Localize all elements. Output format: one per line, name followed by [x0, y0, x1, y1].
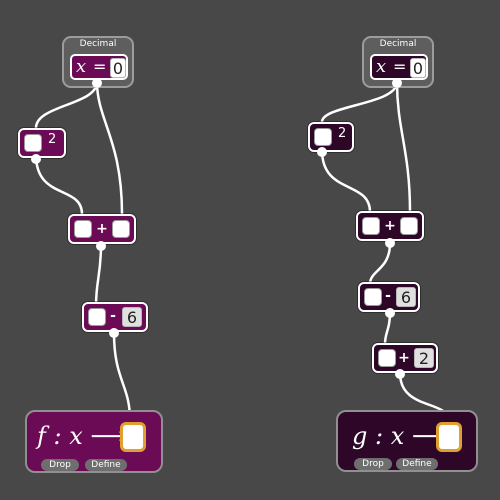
equals-sign: =: [93, 57, 107, 76]
add-left-slot[interactable]: [362, 217, 380, 235]
exponent-label: 2: [338, 126, 347, 141]
power-input-slot[interactable]: [24, 134, 42, 152]
add-left-slot[interactable]: [74, 220, 92, 238]
wire: [112, 332, 132, 421]
plus-operator: +: [398, 350, 410, 366]
variable-value-input[interactable]: 0: [110, 58, 126, 78]
wire: [95, 81, 124, 215]
variable-value-input[interactable]: 0: [410, 58, 426, 78]
output-knob[interactable]: [392, 78, 402, 88]
drop-button[interactable]: Drop: [354, 458, 392, 470]
wire: [34, 154, 84, 215]
add-right-slot[interactable]: [112, 220, 130, 238]
variable-name: x: [76, 56, 87, 77]
plus-operator: +: [96, 221, 108, 237]
variable-inner: x = 0: [70, 54, 128, 80]
output-knob[interactable]: [385, 308, 395, 318]
function-output-slot[interactable]: [120, 422, 146, 452]
exponent-label: 2: [48, 132, 57, 147]
output-knob[interactable]: [109, 328, 119, 338]
wire: [368, 242, 392, 285]
function-output-slot[interactable]: [436, 422, 462, 452]
output-knob[interactable]: [395, 369, 405, 379]
wire: [320, 81, 399, 123]
function-title: f : x ⟶: [37, 422, 125, 450]
variable-name: x: [376, 56, 387, 77]
equals-sign: =: [393, 57, 407, 76]
subtract-input-slot[interactable]: [88, 308, 106, 326]
subtract-constant[interactable]: 6: [396, 287, 416, 307]
power-block[interactable]: 2: [308, 122, 354, 152]
add-block[interactable]: +: [68, 214, 136, 244]
output-knob[interactable]: [385, 238, 395, 248]
define-button[interactable]: Define: [85, 459, 127, 471]
wire: [34, 81, 99, 129]
subtract-constant[interactable]: 6: [122, 307, 142, 327]
output-knob[interactable]: [31, 154, 41, 164]
decimal-variable-block[interactable]: Decimal x = 0: [362, 36, 434, 88]
add-constant-input-slot[interactable]: [378, 349, 396, 367]
add-block[interactable]: +: [356, 211, 424, 241]
add-right-slot[interactable]: [400, 217, 418, 235]
subtract-block[interactable]: - 6: [82, 302, 148, 332]
decimal-label: Decimal: [379, 39, 417, 49]
decimal-label: Decimal: [79, 39, 117, 49]
function-title: g : x ⟶: [352, 422, 447, 450]
subtract-input-slot[interactable]: [364, 288, 382, 306]
subtract-block[interactable]: - 6: [358, 282, 420, 312]
add-constant-block[interactable]: + 2: [372, 343, 438, 373]
output-knob[interactable]: [96, 241, 106, 251]
define-button[interactable]: Define: [396, 458, 438, 470]
function-block[interactable]: g : x ⟶ Drop Define: [336, 410, 478, 472]
variable-inner: x = 0: [370, 54, 428, 80]
wire: [395, 81, 412, 213]
wire: [94, 244, 103, 307]
drop-button[interactable]: Drop: [41, 459, 79, 471]
power-input-slot[interactable]: [314, 128, 332, 146]
minus-operator: -: [110, 308, 116, 324]
output-knob[interactable]: [317, 147, 327, 157]
output-knob[interactable]: [92, 78, 102, 88]
wire: [320, 149, 372, 213]
add-constant-value[interactable]: 2: [414, 348, 434, 368]
function-block[interactable]: f : x ⟶ Drop Define: [25, 410, 163, 473]
power-block[interactable]: 2: [18, 128, 66, 158]
plus-operator: +: [384, 218, 396, 234]
minus-operator: -: [385, 288, 391, 304]
